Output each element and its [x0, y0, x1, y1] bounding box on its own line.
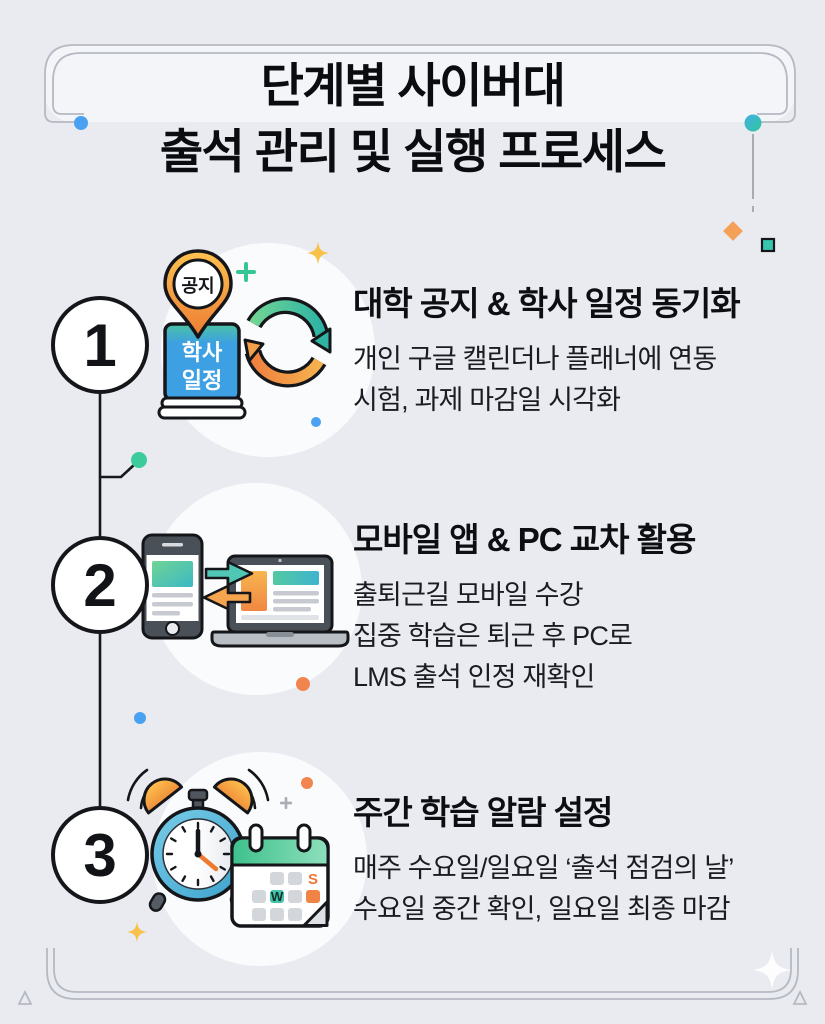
sunday-cell [306, 890, 320, 903]
bell-right [212, 777, 254, 815]
title-frame [44, 44, 796, 123]
bottom-frame [17, 948, 808, 1005]
pin-label: 공지 [181, 276, 214, 296]
orange-dot [296, 677, 310, 691]
orange-dot [301, 777, 313, 789]
step1-number: 1 [83, 311, 117, 379]
step3-title: 주간 학습 알람 설정 [353, 794, 613, 831]
clock-hand-minute [195, 851, 219, 872]
schedule-book: 학사 일정 [157, 322, 247, 420]
alarm-clock [142, 777, 254, 912]
step3-text-block: 주간 학습 알람 설정 매주 수요일/일요일 ‘출석 점검의 날’ 수요일 중간… [353, 786, 815, 930]
clock-foot-left [148, 892, 167, 912]
step1-title: 대학 공지 & 학사 일정 동기화 [353, 285, 741, 322]
step3-number: 3 [83, 821, 117, 889]
bell-left [142, 777, 184, 815]
phone-laptop-sync-icon [141, 533, 350, 648]
frame-dot-right [744, 114, 762, 132]
laptop [210, 554, 350, 648]
step2-text-block: 모바일 앱 & PC 교차 활용 출퇴근길 모바일 수강 집중 학습은 퇴근 후… [353, 513, 815, 698]
step3-body-line: 매주 수요일/일요일 ‘출석 점검의 날’ [353, 853, 734, 883]
step2-body-line: 출퇴근길 모바일 수강 [353, 580, 584, 610]
calendar-ring-right [296, 823, 312, 853]
step2-title: 모바일 앱 & PC 교차 활용 [353, 521, 696, 558]
smartphone [141, 533, 204, 640]
step3-number-badge: 3 [51, 806, 149, 904]
teal-square-icon [760, 237, 776, 253]
step2-number-badge: 2 [51, 536, 149, 634]
step2-body-line: LMS 출석 인정 재확인 [353, 662, 595, 692]
frame-dot-left [74, 116, 88, 130]
blue-dot [311, 417, 321, 427]
arrow-right-icon [204, 560, 254, 587]
calendar-ring-left [248, 823, 264, 853]
calendar-grid [252, 872, 302, 921]
connector-branch-dot [131, 452, 147, 468]
white-sparkle-icon [752, 950, 792, 990]
arrow-left-icon [202, 584, 252, 611]
alarm-clock-calendar-icon: W S [126, 768, 330, 928]
step3-body-line: 수요일 중간 확인, 일요일 최종 마감 [353, 894, 731, 924]
orange-diamond-icon [723, 221, 743, 241]
page-title-line2: 출석 관리 및 실행 프로세스 [159, 125, 667, 178]
weekly-calendar: W S [230, 823, 330, 928]
step-connector [98, 394, 147, 806]
book-label-line1: 학사 [182, 340, 223, 365]
wednesday-cell [270, 890, 284, 903]
notice-pin: 공지 [163, 249, 233, 339]
step2-number: 2 [83, 551, 117, 619]
calendar-sunday-label: S [308, 871, 318, 888]
blue-dot [134, 712, 146, 724]
clock-ticks [165, 821, 231, 887]
calendar-wednesday-label: W [271, 889, 284, 904]
notice-pin-book-sync-icon: 학사 일정 공지 [157, 249, 332, 420]
page-title-line1: 단계별 사이버대 [260, 59, 566, 112]
step1-text-block: 대학 공지 & 학사 일정 동기화 개인 구글 캘린더나 플래너에 연동 시험,… [353, 277, 815, 421]
calendar-fold-corner [302, 900, 329, 927]
exchange-arrows [202, 560, 254, 611]
step1-body-line: 시험, 과제 마감일 시각화 [353, 385, 621, 415]
step1-number-badge: 1 [51, 296, 149, 394]
book-label-line2: 일정 [182, 368, 222, 393]
title-panel [45, 45, 795, 122]
step1-body-line: 개인 구글 캘린더나 플래너에 연동 [353, 344, 717, 374]
sync-arrows [243, 297, 332, 388]
step2-body-line: 집중 학습은 퇴근 후 PC로 [353, 621, 633, 651]
